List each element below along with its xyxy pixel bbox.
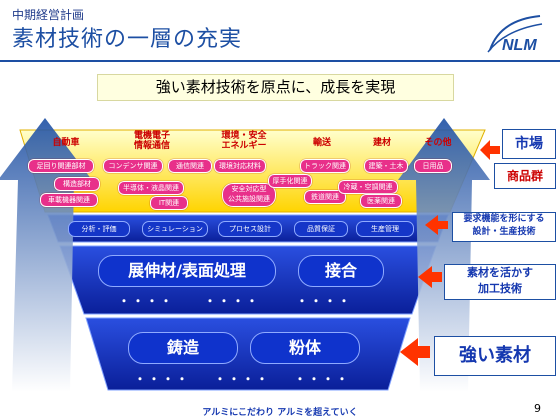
market-building: 建材 bbox=[372, 138, 391, 148]
process-pill: 品質保証 bbox=[294, 221, 348, 237]
product-pill: IT関連 bbox=[150, 196, 188, 210]
tier-casting: 鋳造 bbox=[128, 332, 238, 364]
ellipsis: ・・・・ bbox=[118, 294, 175, 308]
product-pill: 建築・土木 bbox=[364, 159, 408, 173]
label-product-group: 商品群 bbox=[494, 163, 556, 189]
product-pill: 安全対応型 公共施設関連 bbox=[222, 183, 276, 207]
ellipsis: ・・・・ bbox=[214, 372, 271, 386]
product-pill: コンデンサ関連 bbox=[103, 159, 163, 173]
ellipsis: ・・・・ bbox=[294, 372, 351, 386]
market-other: その他 bbox=[424, 138, 452, 148]
label-strong-materials: 強い素材 bbox=[434, 336, 556, 376]
product-pill: 半導体・液晶関連 bbox=[118, 181, 184, 195]
tier-powder: 粉体 bbox=[250, 332, 360, 364]
market-environment: 環境・安全 エネルギー bbox=[221, 131, 267, 151]
right-red-arrow-low bbox=[418, 266, 442, 288]
right-red-arrow-top bbox=[480, 140, 500, 160]
product-pill: 医薬関連 bbox=[360, 194, 402, 208]
page-title: 素材技術の一層の充実 bbox=[12, 27, 243, 52]
right-red-arrow-mid bbox=[425, 215, 448, 235]
product-pill: トラック関連 bbox=[300, 159, 350, 173]
tagline-banner: 強い素材技術を原点に、成長を実現 bbox=[97, 74, 454, 101]
product-pill: 冷蔵・空調関連 bbox=[338, 180, 398, 194]
label-processing: 素材を活かす 加工技術 bbox=[444, 264, 556, 300]
page-subtitle: 中期経営計画 bbox=[12, 8, 85, 22]
product-pill: 通信関連 bbox=[168, 159, 212, 173]
footer-slogan: アルミにこだわり アルミを超えていく bbox=[202, 408, 358, 418]
tier-extrusion-surface: 展伸材/表面処理 bbox=[98, 255, 276, 287]
ellipsis: ・・・・ bbox=[204, 294, 261, 308]
market-electronics: 電機電子 情報通信 bbox=[133, 131, 170, 151]
product-pill: 鉄道関連 bbox=[304, 190, 346, 204]
product-pill: 厚手化関連 bbox=[268, 174, 312, 188]
company-logo: NLM bbox=[487, 15, 543, 54]
process-pill: 生産管理 bbox=[356, 221, 414, 237]
process-pill: 分析・評価 bbox=[68, 221, 130, 237]
product-pill: 日用品 bbox=[414, 159, 452, 173]
page-number: 9 bbox=[534, 402, 541, 415]
market-automotive: 自動車 bbox=[52, 138, 80, 148]
market-transport: 輸送 bbox=[312, 138, 331, 148]
right-red-arrow-bottom bbox=[400, 338, 430, 366]
product-pill: 環境対応材料 bbox=[214, 159, 266, 173]
ellipsis: ・・・・ bbox=[134, 372, 191, 386]
process-pill: プロセス設計 bbox=[218, 221, 282, 237]
process-pill: シミュレーション bbox=[142, 221, 208, 237]
label-market: 市場 bbox=[502, 129, 556, 159]
product-pill: 車載機器関連 bbox=[40, 193, 98, 207]
tier-joining: 接合 bbox=[298, 255, 384, 287]
header-divider bbox=[0, 60, 560, 62]
right-arrow-icon bbox=[398, 118, 490, 392]
product-pill: 足回り関連部材 bbox=[28, 159, 94, 173]
ellipsis: ・・・・ bbox=[296, 294, 353, 308]
svg-text:NLM: NLM bbox=[502, 37, 537, 54]
label-design-production: 要求機能を形にする 設計・生産技術 bbox=[452, 212, 556, 242]
product-pill: 構造部材 bbox=[54, 177, 100, 191]
